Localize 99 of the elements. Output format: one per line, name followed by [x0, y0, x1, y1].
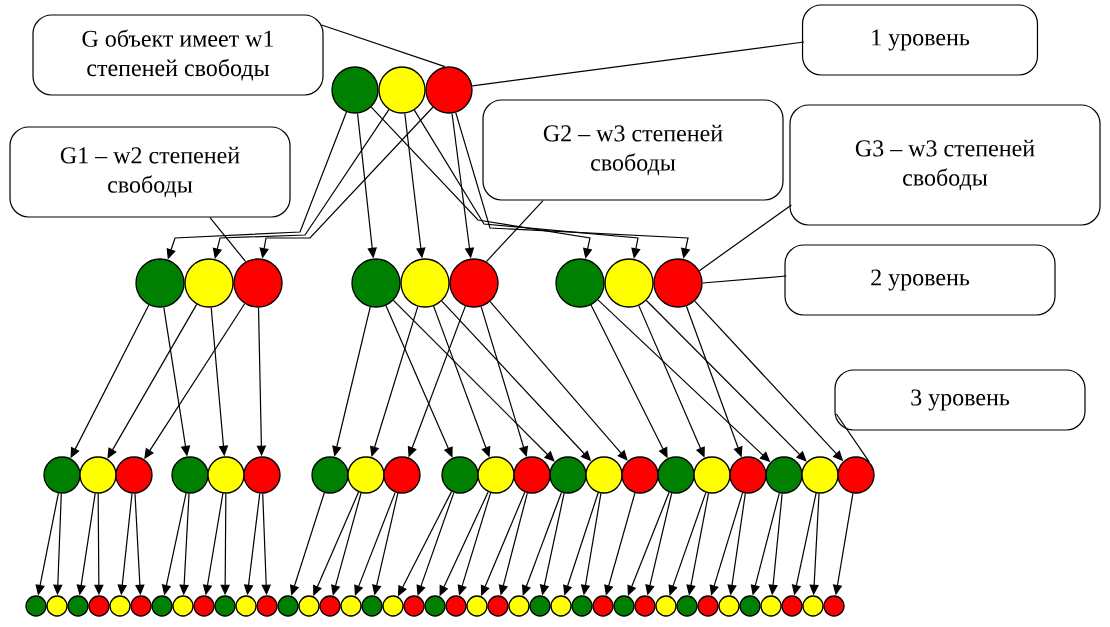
arrow	[668, 492, 707, 596]
circle	[43, 456, 81, 494]
circle	[466, 595, 488, 617]
circle	[347, 456, 385, 494]
circle	[207, 456, 245, 494]
circle	[88, 595, 110, 617]
circle	[445, 595, 467, 617]
leader-line	[702, 275, 787, 284]
arrow	[455, 112, 691, 259]
circle	[781, 595, 803, 617]
circle	[729, 456, 767, 494]
circle	[403, 595, 425, 617]
arrow	[638, 305, 705, 458]
leader-line	[209, 217, 247, 263]
circle	[441, 456, 479, 494]
circle	[508, 595, 530, 617]
circle	[109, 595, 131, 617]
circle	[256, 595, 278, 617]
circle	[383, 456, 421, 494]
arrow	[385, 305, 453, 458]
leader-line	[471, 41, 805, 87]
callout-box: G3 – w3 степеней свободы	[789, 104, 1101, 226]
circle	[171, 456, 209, 494]
circle	[592, 595, 614, 617]
circle	[655, 595, 677, 617]
circle	[477, 456, 515, 494]
circle	[739, 595, 761, 617]
circle	[529, 595, 551, 617]
callout-box: 2 уровень	[784, 244, 1056, 316]
callout-box: 1 уровень	[801, 4, 1039, 76]
callout-box: G1 – w2 степеней свободы	[9, 126, 291, 218]
circle	[351, 258, 401, 308]
circle	[25, 595, 47, 617]
callout-box: G2 – w3 степеней свободы	[482, 99, 784, 201]
circle	[79, 456, 117, 494]
arrow	[392, 299, 555, 462]
circle	[193, 595, 215, 617]
callout-box: G объект имеет w1 степеней свободы	[32, 14, 324, 96]
leader-line	[835, 413, 870, 463]
circle	[331, 66, 379, 114]
circle	[571, 595, 593, 617]
circle	[243, 456, 281, 494]
circle	[837, 456, 875, 494]
circle	[693, 456, 731, 494]
circle	[67, 595, 89, 617]
circle	[449, 258, 499, 308]
circle	[172, 595, 194, 617]
circle	[184, 258, 234, 308]
arrow	[370, 106, 593, 259]
circle	[550, 595, 572, 617]
circle	[424, 595, 446, 617]
circle	[697, 595, 719, 617]
circle	[823, 595, 845, 617]
circle	[585, 456, 623, 494]
circle	[801, 456, 839, 494]
circle	[135, 258, 185, 308]
circle	[382, 595, 404, 617]
arrow	[489, 301, 628, 461]
circle	[487, 595, 509, 617]
circle	[361, 595, 383, 617]
circle	[340, 595, 362, 617]
circle	[311, 456, 349, 494]
circle	[657, 456, 695, 494]
arrow	[107, 303, 198, 459]
circle	[277, 595, 299, 617]
arrow	[645, 299, 807, 462]
circle	[604, 258, 654, 308]
circle	[319, 595, 341, 617]
circle	[235, 595, 257, 617]
circle	[378, 66, 426, 114]
leader-line	[485, 200, 544, 263]
circle	[513, 456, 551, 494]
circle	[634, 595, 656, 617]
circle	[653, 258, 703, 308]
arrow	[212, 109, 390, 259]
arrow	[354, 491, 396, 596]
callout-box: 3 уровень	[834, 369, 1086, 431]
circle	[718, 595, 740, 617]
circle	[549, 456, 587, 494]
circle	[676, 595, 698, 617]
circle	[765, 456, 803, 494]
circle	[298, 595, 320, 617]
circle	[555, 258, 605, 308]
circle	[613, 595, 635, 617]
arrow	[563, 492, 599, 596]
circle	[233, 258, 283, 308]
circle	[214, 595, 236, 617]
leader-line	[321, 24, 446, 68]
circle	[760, 595, 782, 617]
circle	[621, 456, 659, 494]
circle	[151, 595, 173, 617]
circle	[400, 258, 450, 308]
circle	[802, 595, 824, 617]
circle	[115, 456, 153, 494]
circle	[425, 66, 473, 114]
circle	[130, 595, 152, 617]
arrow	[416, 492, 455, 596]
circle	[46, 595, 68, 617]
leader-line	[698, 204, 792, 272]
